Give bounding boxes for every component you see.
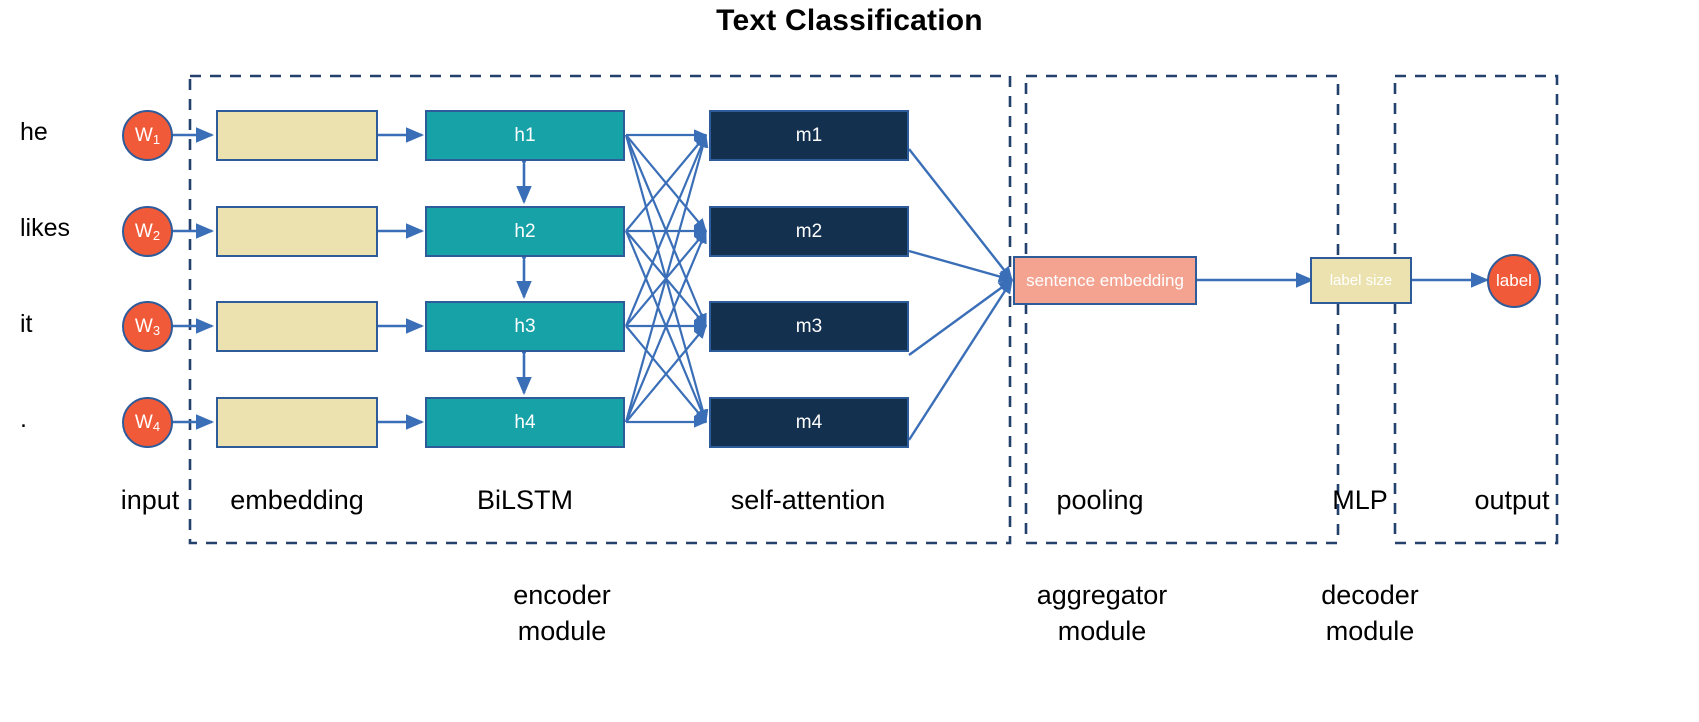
embedding-box-4[interactable] bbox=[216, 397, 378, 448]
input-word-2: it bbox=[20, 310, 33, 338]
group-aggregator-box bbox=[1024, 74, 1340, 545]
attention-box-m4[interactable]: m4 bbox=[709, 397, 909, 448]
module-label-line2: module bbox=[517, 616, 607, 647]
input-word-0: he bbox=[20, 118, 48, 146]
bilstm-box-h1[interactable]: h1 bbox=[425, 110, 625, 161]
token-sub: 3 bbox=[152, 323, 161, 338]
attention-box-m1[interactable]: m1 bbox=[709, 110, 909, 161]
module-label-decoder: decoder module bbox=[1321, 577, 1419, 650]
token-label: W bbox=[134, 315, 153, 337]
stage-label-bilstm: BiLSTM bbox=[476, 485, 574, 515]
stage-label-self-attention: self-attention bbox=[730, 485, 886, 515]
attention-box-m2[interactable]: m2 bbox=[709, 206, 909, 257]
sentence-embedding-box[interactable]: sentence embedding bbox=[1013, 256, 1197, 305]
module-label-line2: module bbox=[1057, 616, 1147, 647]
stage-label-embedding: embedding bbox=[230, 485, 364, 515]
page-title: Text Classification bbox=[716, 4, 983, 37]
bilstm-box-h2[interactable]: h2 bbox=[425, 206, 625, 257]
stage-label-input: input bbox=[120, 485, 180, 515]
edges-pooling bbox=[907, 148, 1014, 441]
token-label: W bbox=[134, 124, 153, 146]
token-sub: 4 bbox=[152, 419, 161, 434]
token-label: W bbox=[134, 411, 153, 433]
module-label-line1: encoder bbox=[513, 580, 611, 610]
attention-box-m3[interactable]: m3 bbox=[709, 301, 909, 352]
embedding-box-2[interactable] bbox=[216, 206, 378, 257]
stage-label-output: output bbox=[1474, 485, 1550, 515]
bilstm-box-h4[interactable]: h4 bbox=[425, 397, 625, 448]
stage-label-pooling: pooling bbox=[1056, 485, 1144, 515]
module-label-aggregator: aggregator module bbox=[1037, 577, 1168, 650]
module-label-line1: aggregator bbox=[1036, 580, 1168, 610]
embedding-box-1[interactable] bbox=[216, 110, 378, 161]
arrows-embedding-to-bilstm bbox=[378, 127, 425, 430]
token-sub: 2 bbox=[152, 228, 161, 243]
output-label-circle[interactable]: label bbox=[1487, 254, 1541, 308]
module-label-line2: module bbox=[1325, 616, 1415, 647]
token-label: W bbox=[134, 220, 153, 242]
bilstm-box-h3[interactable]: h3 bbox=[425, 301, 625, 352]
edges-self-attention bbox=[624, 129, 709, 428]
embedding-box-3[interactable] bbox=[216, 301, 378, 352]
input-word-3: . bbox=[20, 405, 27, 433]
arrows-input-to-embedding bbox=[172, 127, 215, 430]
input-word-1: likes bbox=[20, 214, 71, 242]
stage-label-mlp: MLP bbox=[1332, 485, 1388, 515]
token-sub: 1 bbox=[152, 132, 161, 147]
group-encoder-box bbox=[188, 74, 1012, 545]
group-decoder-box bbox=[1393, 74, 1559, 545]
module-label-encoder: encoder module bbox=[513, 577, 611, 650]
module-label-line1: decoder bbox=[1321, 580, 1419, 610]
label-size-box[interactable]: label size bbox=[1310, 257, 1412, 304]
